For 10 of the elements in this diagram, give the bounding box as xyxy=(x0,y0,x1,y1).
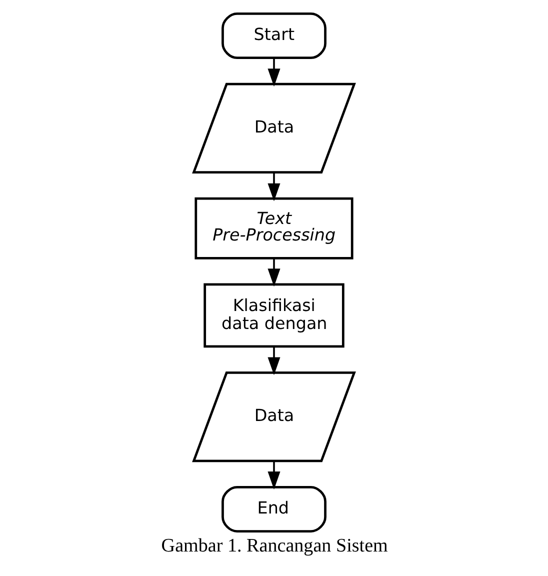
caption: Gambar 1. Rancangan Sistem xyxy=(161,535,388,556)
arrow xyxy=(268,346,280,376)
arrow xyxy=(268,258,280,287)
node-box: Text Pre-Processing xyxy=(194,197,354,260)
arrow xyxy=(268,461,280,490)
arrow xyxy=(268,58,280,87)
arrow xyxy=(268,172,280,202)
node-box: End xyxy=(222,486,326,532)
node-box: Start xyxy=(222,12,326,60)
node-box: Klasifikasi data dengan xyxy=(204,283,344,348)
